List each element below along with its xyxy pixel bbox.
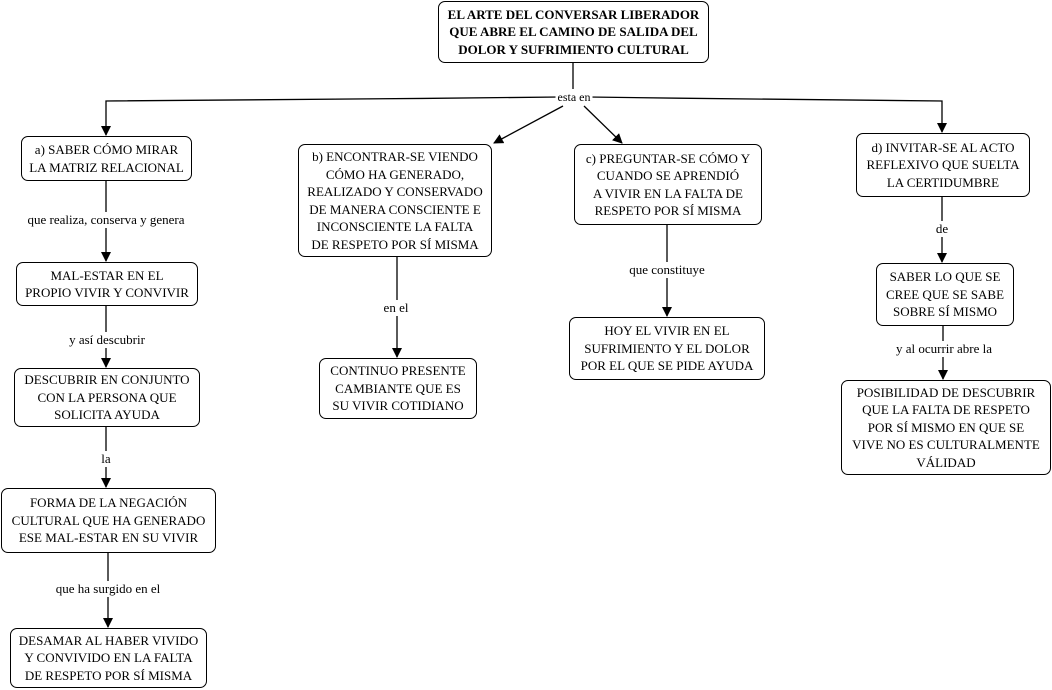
link-label-que-realiza: que realiza, conserva y genera	[25, 212, 187, 228]
concept-text-d2: POSIBILIDAD DE DESCUBRIR QUE LA FALTA DE…	[852, 384, 1040, 470]
link-label-que-constituye: que constituye	[627, 262, 707, 278]
link-label-de: de	[933, 221, 951, 237]
concept-box-b1: CONTINUO PRESENTE CAMBIANTE QUE ES SU VI…	[319, 358, 477, 419]
concept-text-a3: FORMA DE LA NEGACIÓN CULTURAL QUE HA GEN…	[11, 495, 206, 546]
concept-box-d2: POSIBILIDAD DE DESCUBRIR QUE LA FALTA DE…	[841, 380, 1051, 475]
link-label-en-el: en el	[381, 300, 411, 316]
link-label-y-al-ocurrir: y al ocurrir abre la	[893, 341, 995, 357]
root-concept-text: EL ARTE DEL CONVERSAR LIBERADOR QUE ABRE…	[447, 6, 700, 57]
link-label-que-ha-surgido: que ha surgido en el	[53, 581, 163, 597]
edge-hub-a	[101, 96, 561, 136]
concept-box-a3: FORMA DE LA NEGACIÓN CULTURAL QUE HA GEN…	[1, 488, 216, 553]
concept-box-c1: HOY EL VIVIR EN EL SUFRIMIENTO Y EL DOLO…	[569, 317, 765, 380]
concept-box-a2: DESCUBRIR EN CONJUNTO CON LA PERSONA QUE…	[14, 368, 200, 427]
root-concept-box: EL ARTE DEL CONVERSAR LIBERADOR QUE ABRE…	[438, 1, 709, 63]
edge-hub-d	[587, 96, 947, 133]
concept-text-d1: SABER LO QUE SE CREE QUE SE SABE SOBRE S…	[885, 269, 1005, 320]
concept-box-d1: SABER LO QUE SE CREE QUE SE SABE SOBRE S…	[876, 263, 1014, 326]
concept-text-d: d) INVITAR-SE AL ACTO REFLEXIVO QUE SUEL…	[866, 139, 1020, 190]
link-label-esta-en: esta en	[555, 89, 593, 105]
concept-box-a1: MAL-ESTAR EN EL PROPIO VIVIR Y CONVIVIR	[16, 262, 198, 306]
concept-text-a1: MAL-ESTAR EN EL PROPIO VIVIR Y CONVIVIR	[25, 267, 189, 301]
concept-box-b: b) ENCONTRAR-SE VIENDO CÓMO HA GENERADO,…	[298, 144, 492, 257]
concept-text-a: a) SABER CÓMO MIRAR LA MATRIZ RELACIONAL	[29, 142, 184, 175]
concept-text-c: c) PREGUNTAR-SE CÓMO Y CUANDO SE APRENDI…	[585, 150, 751, 219]
concept-text-b1: CONTINUO PRESENTE CAMBIANTE QUE ES SU VI…	[330, 363, 466, 414]
link-label-la: la	[99, 451, 113, 467]
concept-text-b: b) ENCONTRAR-SE VIENDO CÓMO HA GENERADO,…	[307, 149, 483, 252]
concept-box-a4: DESAMAR AL HABER VIVIDO Y CONVIVIDO EN L…	[10, 628, 207, 688]
concept-text-c1: HOY EL VIVIR EN EL SUFRIMIENTO Y EL DOLO…	[580, 323, 754, 374]
concept-box-d: d) INVITAR-SE AL ACTO REFLEXIVO QUE SUEL…	[856, 133, 1030, 197]
concept-text-a4: DESAMAR AL HABER VIVIDO Y CONVIVIDO EN L…	[18, 632, 199, 683]
concept-box-a: a) SABER CÓMO MIRAR LA MATRIZ RELACIONAL	[21, 136, 192, 181]
edge-hub-b	[493, 105, 564, 144]
edge-hub-c	[583, 105, 623, 144]
concept-box-c: c) PREGUNTAR-SE CÓMO Y CUANDO SE APRENDI…	[574, 144, 762, 225]
concept-text-a2: DESCUBRIR EN CONJUNTO CON LA PERSONA QUE…	[24, 372, 190, 423]
link-label-y-asi-descubrir: y así descubrir	[67, 332, 147, 348]
